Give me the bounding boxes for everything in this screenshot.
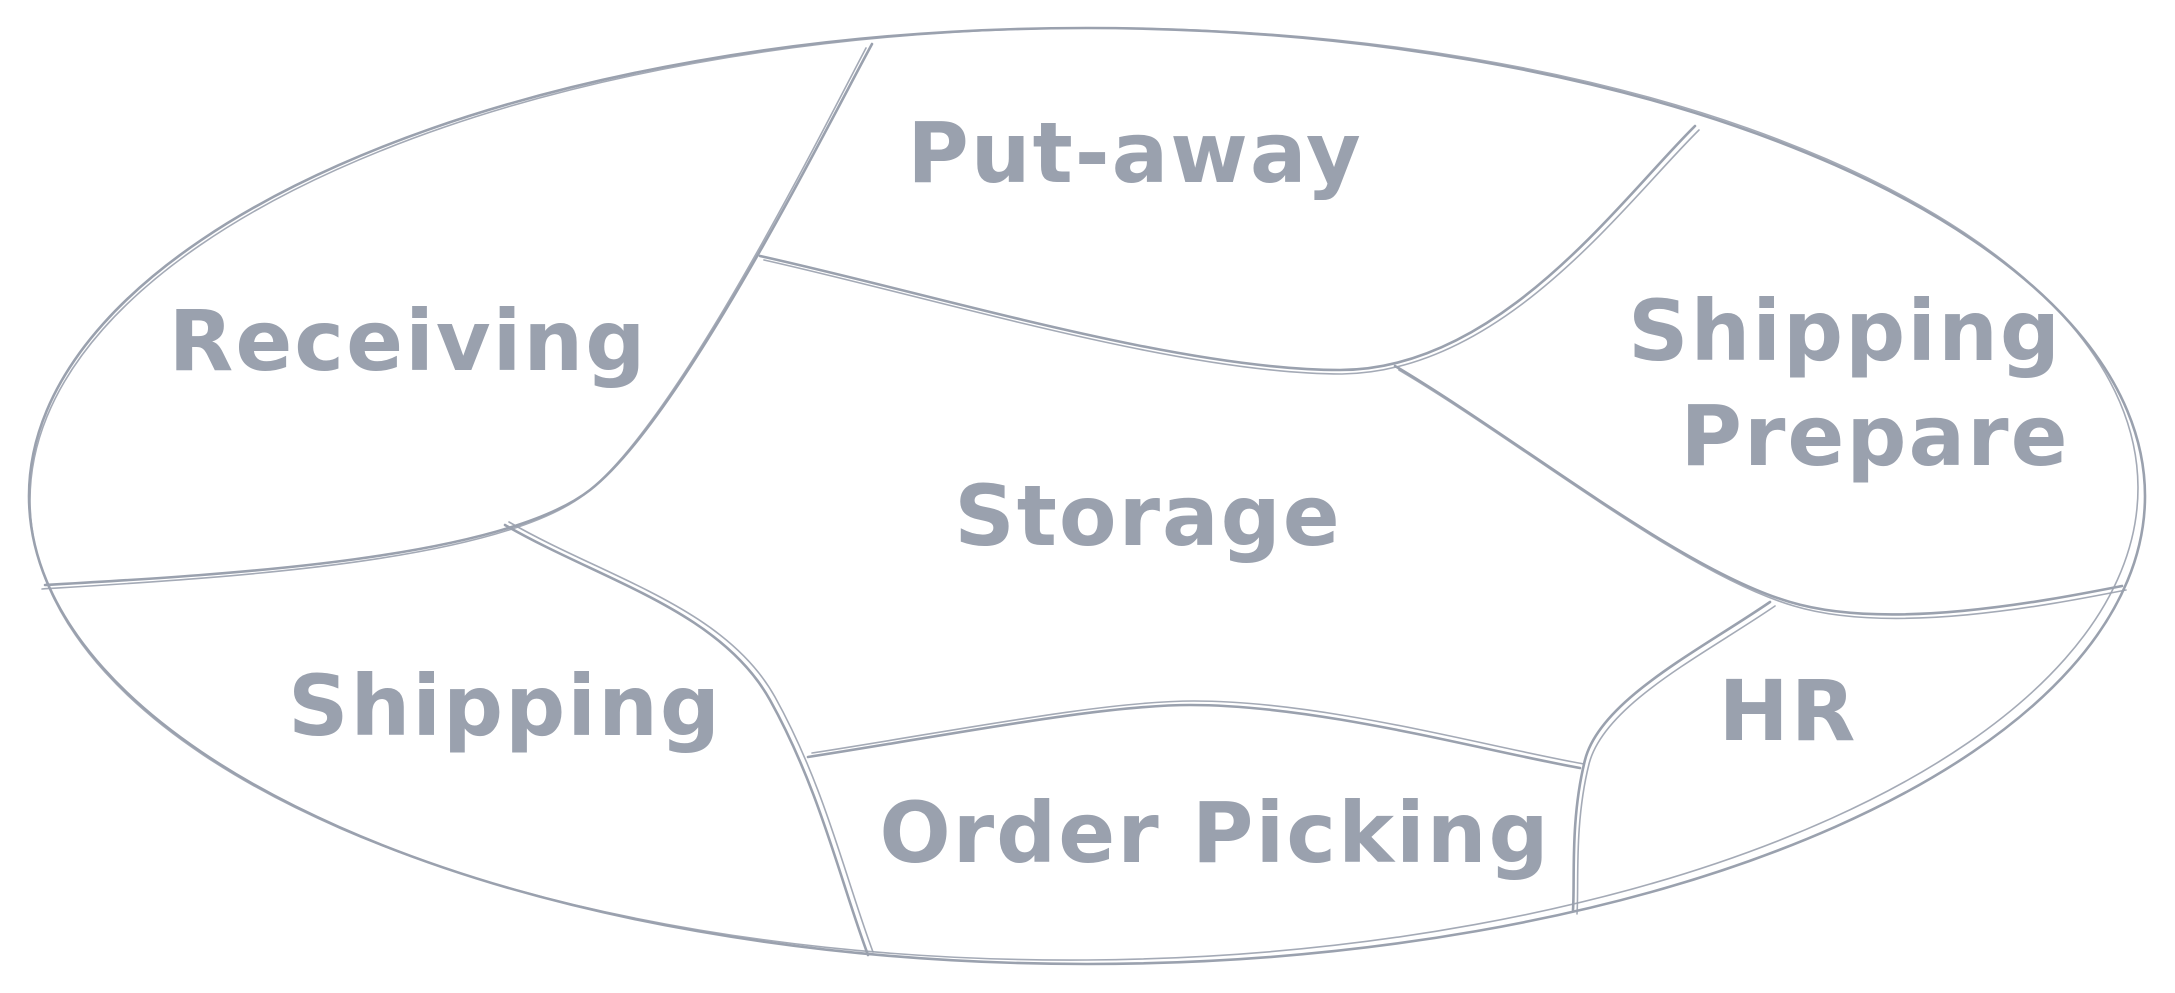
region-labels: Put-away Receiving Shipping Prepare Stor… [169, 104, 2069, 882]
divider-storage-shippingprepare-offset [1398, 369, 2127, 620]
label-put-away: Put-away [907, 104, 1363, 202]
divider-storage-orderpicking [806, 703, 1582, 770]
label-shipping-prepare-line1: Shipping [1628, 282, 2062, 380]
divider-storage-shipping [503, 523, 870, 957]
divider-storage-orderpicking-offset [811, 700, 1585, 765]
label-storage: Storage [954, 467, 1342, 565]
divider-receiving-putaway-offset [41, 47, 867, 590]
divider-storage-shipping-offset [508, 521, 874, 953]
outer-boundary [27, 26, 2147, 966]
partition-lines [41, 42, 2127, 957]
outer-ellipse-stroke-offset [29, 27, 2139, 961]
divider-putaway-storage [758, 124, 1697, 372]
divider-orderpicking-hr-offset [1576, 605, 1776, 915]
label-shipping-prepare-line2: Prepare [1680, 387, 2069, 485]
divider-orderpicking-hr [1571, 600, 1772, 912]
label-shipping: Shipping [288, 657, 722, 755]
label-receiving: Receiving [169, 292, 648, 390]
label-order-picking: Order Picking [879, 784, 1550, 882]
label-hr: HR [1719, 662, 1858, 760]
divider-storage-shippingprepare [1393, 364, 2124, 616]
divider-putaway-storage-offset [763, 129, 1700, 375]
